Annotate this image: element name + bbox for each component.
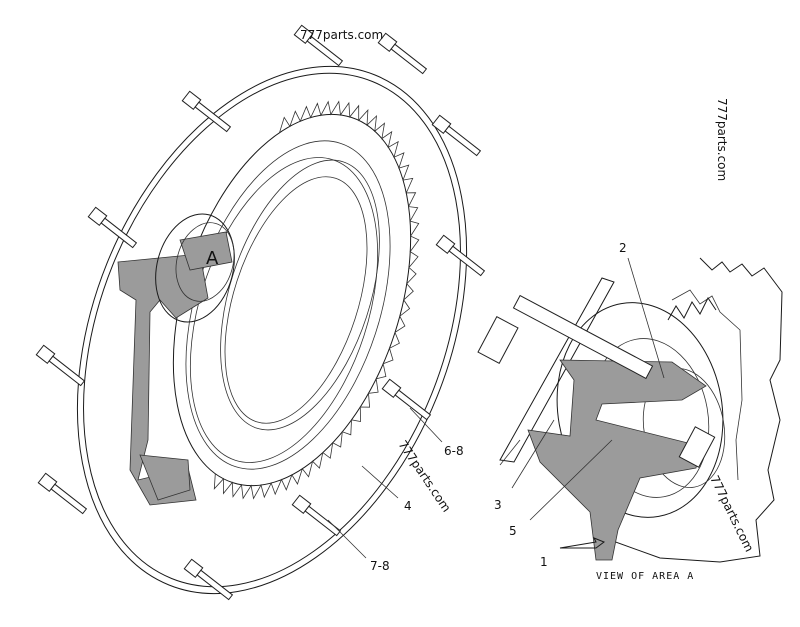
bolt-3 bbox=[181, 90, 232, 133]
callout-4: 4 bbox=[404, 499, 412, 513]
detail-bolt bbox=[477, 294, 716, 468]
leader-3 bbox=[511, 419, 555, 489]
flywheel-cross-section bbox=[117, 231, 233, 506]
callout-7-8: 7-8 bbox=[370, 559, 390, 573]
callout-6-8: 6-8 bbox=[444, 444, 464, 458]
bolt-11 bbox=[183, 558, 234, 601]
bolt-8 bbox=[381, 378, 432, 421]
leader-1 bbox=[559, 537, 606, 549]
detail-view-area-a bbox=[477, 257, 783, 563]
bolt-1 bbox=[293, 24, 344, 67]
leader-4 bbox=[361, 465, 399, 499]
bolt-2 bbox=[377, 32, 428, 75]
view-caption: VIEW OF AREA A bbox=[596, 571, 694, 582]
leader-5 bbox=[529, 439, 613, 521]
bolt-6 bbox=[435, 234, 486, 277]
bolt-7 bbox=[35, 344, 86, 387]
callout-5: 5 bbox=[509, 524, 517, 538]
callout-3: 3 bbox=[494, 498, 502, 512]
leader-2 bbox=[627, 257, 665, 379]
bolt-10 bbox=[291, 494, 342, 537]
flywheel-inner-rim bbox=[220, 159, 380, 431]
callout-area-a: A bbox=[206, 248, 219, 269]
bolt-5 bbox=[87, 206, 138, 249]
watermark-detail: 777parts.com bbox=[707, 473, 756, 554]
bolt-4 bbox=[431, 114, 482, 157]
flange-bolts bbox=[35, 24, 486, 601]
flywheel-assembly bbox=[35, 24, 486, 601]
leader-6-8 bbox=[409, 407, 443, 443]
callout-2: 2 bbox=[619, 241, 627, 255]
watermark-right-vertical: 777parts.com bbox=[715, 98, 729, 181]
bolt-9 bbox=[37, 472, 88, 515]
watermark-top: 777parts.com bbox=[300, 28, 383, 42]
callout-1: 1 bbox=[540, 555, 548, 569]
leader-7-8 bbox=[327, 519, 367, 559]
